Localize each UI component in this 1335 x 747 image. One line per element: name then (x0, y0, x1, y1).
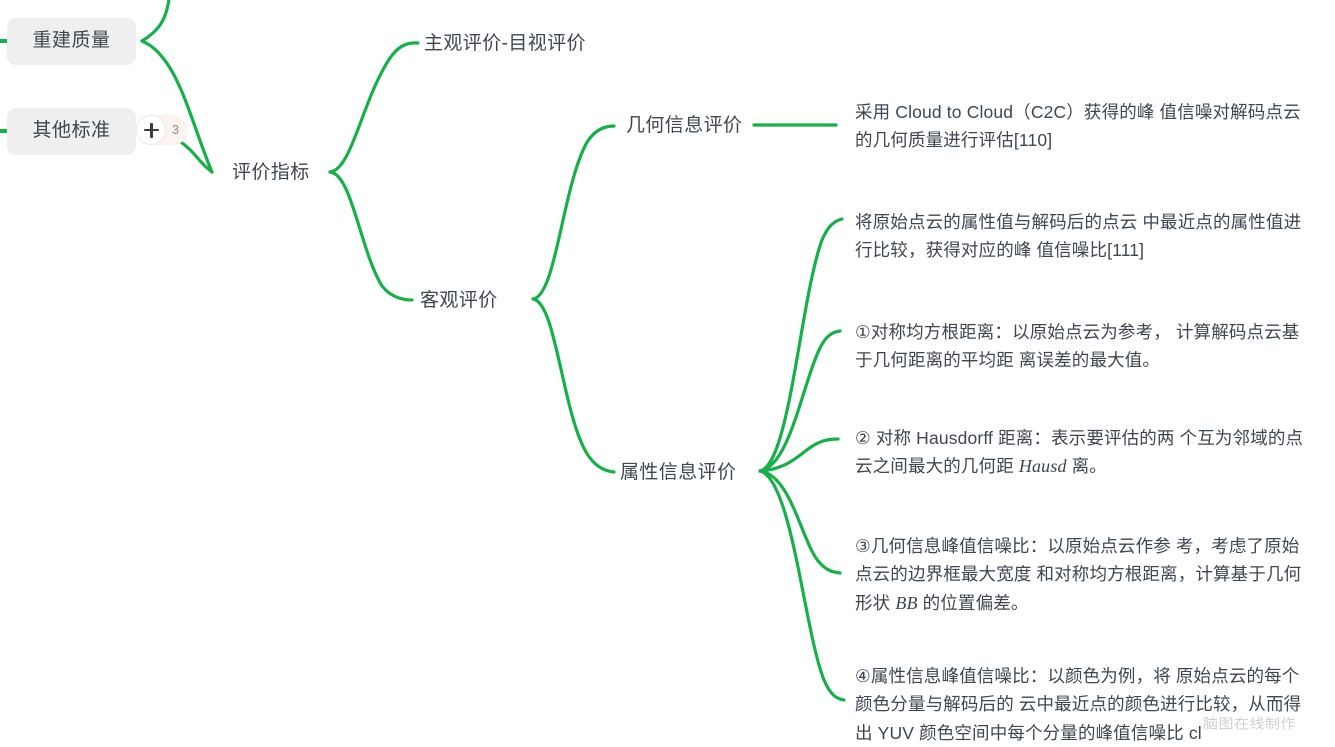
hidden-children-count: 3 (172, 122, 179, 137)
node-other-criteria-label: 其他标准 (32, 120, 111, 142)
node-reconstruction-quality-label: 重建质量 (32, 30, 111, 52)
leaf-attribute-item-2-emphasis: Hausd (1018, 456, 1067, 477)
watermark-text: 脑图在线制作 (1203, 716, 1297, 733)
leaf-attribute-item-4[interactable]: ④属性信息峰值信噪比：以颜色为例，将 原始点云的每个颜色分量与解码后的 云中最近… (855, 662, 1317, 747)
watermark: 脑图在线制作 (1203, 714, 1296, 733)
leaf-attribute-item-2[interactable]: ② 对称 Hausdorff 距离：表示要评估的两 个互为邻域的点云之间最大的几… (855, 424, 1317, 482)
link-attribute-to-leaf-1 (758, 217, 844, 473)
node-objective-evaluation[interactable]: 客观评价 (420, 289, 498, 313)
leaf-attribute-item-3-text-pre: ③几何信息峰值信噪比：以原始点云作参 考，考虑了原始点云的边界框最大宽度 和对称… (855, 536, 1302, 613)
link-other-to-metrics (176, 138, 214, 174)
leaf-attribute-item-4-text: ④属性信息峰值信噪比：以颜色为例，将 原始点云的每个颜色分量与解码后的 云中最近… (855, 666, 1302, 743)
link-offscreen-to-reconstruction (140, 0, 171, 43)
link-attribute-to-leaf-3 (758, 437, 840, 473)
node-other-criteria[interactable]: 其他标准 (7, 108, 136, 155)
leaf-attribute-psnr[interactable]: 将原始点云的属性值与解码后的点云 中最近点的属性值进行比较，获得对应的峰 值信噪… (855, 208, 1317, 265)
leaf-geometry-c2c[interactable]: 采用 Cloud to Cloud（C2C）获得的峰 值信噪对解码点云的几何质量… (855, 98, 1317, 155)
leaf-geometry-c2c-text: 采用 Cloud to Cloud（C2C）获得的峰 值信噪对解码点云的几何质量… (855, 102, 1301, 151)
node-subjective-evaluation-label: 主观评价-目视评价 (424, 33, 586, 54)
leaf-attribute-item-1[interactable]: ①对称均方根距离：以原始点云为参考， 计算解码点云基于几何距离的平均距 离误差的… (855, 318, 1317, 375)
leaf-attribute-item-1-text: ①对称均方根距离：以原始点云为参考， 计算解码点云基于几何距离的平均距 离误差的… (855, 322, 1300, 371)
link-metrics-to-subjective (328, 41, 420, 174)
node-attribute-info-evaluation-label: 属性信息评价 (620, 462, 737, 483)
node-objective-evaluation-label: 客观评价 (420, 290, 498, 311)
leaf-attribute-item-2-text-pre: ② 对称 Hausdorff 距离：表示要评估的两 个互为邻域的点云之间最大的几… (855, 428, 1304, 477)
node-geometry-info-evaluation-label: 几何信息评价 (626, 115, 743, 136)
link-attribute-to-leaf-5 (758, 469, 846, 702)
leaf-attribute-item-3[interactable]: ③几何信息峰值信噪比：以原始点云作参 考，考虑了原始点云的边界框最大宽度 和对称… (855, 532, 1317, 618)
leaf-attribute-psnr-text: 将原始点云的属性值与解码后的点云 中最近点的属性值进行比较，获得对应的峰 值信噪… (855, 212, 1302, 261)
node-attribute-info-evaluation[interactable]: 属性信息评价 (620, 461, 736, 485)
link-reconstruction-to-metrics (140, 39, 214, 174)
node-evaluation-metrics[interactable]: 评价指标 (232, 161, 310, 185)
node-reconstruction-quality[interactable]: 重建质量 (7, 18, 136, 65)
leaf-attribute-item-2-text-post: 离。 (1066, 456, 1107, 477)
node-subjective-evaluation[interactable]: 主观评价-目视评价 (424, 32, 586, 56)
node-geometry-info-evaluation[interactable]: 几何信息评价 (626, 114, 742, 138)
link-attribute-to-leaf-2 (758, 329, 842, 473)
plus-icon[interactable] (136, 115, 166, 145)
link-objective-to-geometry (531, 124, 616, 301)
leaf-attribute-item-3-text-post: 的位置偏差。 (917, 592, 1029, 613)
node-evaluation-metrics-label: 评价指标 (232, 162, 310, 183)
leaf-attribute-item-3-emphasis: BB (895, 592, 918, 613)
link-attribute-to-leaf-4 (758, 469, 842, 575)
expand-collapse-badge[interactable]: 3 (136, 115, 188, 145)
link-objective-to-attribute (531, 297, 616, 474)
link-metrics-to-objective (328, 170, 414, 302)
